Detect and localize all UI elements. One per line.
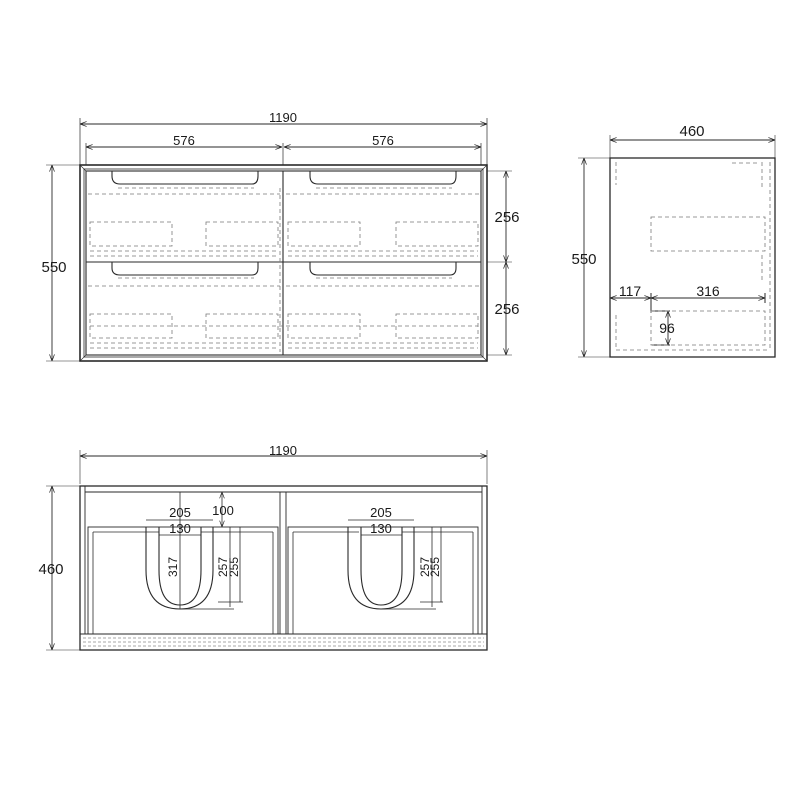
side-height: 550 — [571, 251, 596, 268]
right-basin-inner-width: 130 — [370, 521, 392, 536]
top-view — [46, 450, 488, 651]
side-depth: 460 — [679, 123, 704, 140]
front-drawer-width-left: 576 — [173, 133, 195, 148]
right-basin-outer-width: 205 — [370, 505, 392, 520]
left-basin-inner-width: 130 — [169, 521, 191, 536]
top-hidden-lines — [83, 637, 484, 647]
top-overall-width: 1190 — [269, 443, 297, 458]
front-height-dims — [46, 164, 512, 362]
left-basin-depth: 317 — [166, 557, 180, 577]
front-view — [79, 118, 488, 362]
side-view — [578, 135, 776, 358]
left-basin-setback: 100 — [212, 503, 234, 518]
front-overall-width: 1190 — [269, 110, 297, 125]
left-basin-outer-width: 205 — [169, 505, 191, 520]
top-depth: 460 — [38, 561, 63, 578]
front-drawer-width-right: 576 — [372, 133, 394, 148]
side-offset: 117 — [619, 283, 642, 299]
front-drawer-height-bottom: 256 — [494, 301, 519, 318]
right-basin-dim-b: 255 — [428, 557, 442, 577]
side-hidden-lines — [615, 162, 771, 351]
front-drawer-height-top: 256 — [494, 209, 519, 226]
left-basin-dim-b: 255 — [227, 557, 241, 577]
side-inner-width: 316 — [696, 283, 720, 299]
right-basin-dim-a: 257 — [418, 557, 432, 577]
front-hidden-lines — [88, 187, 479, 352]
left-basin-dim-a: 257 — [216, 557, 230, 577]
side-inner-height: 96 — [659, 320, 675, 336]
front-overall-height: 550 — [41, 259, 66, 276]
